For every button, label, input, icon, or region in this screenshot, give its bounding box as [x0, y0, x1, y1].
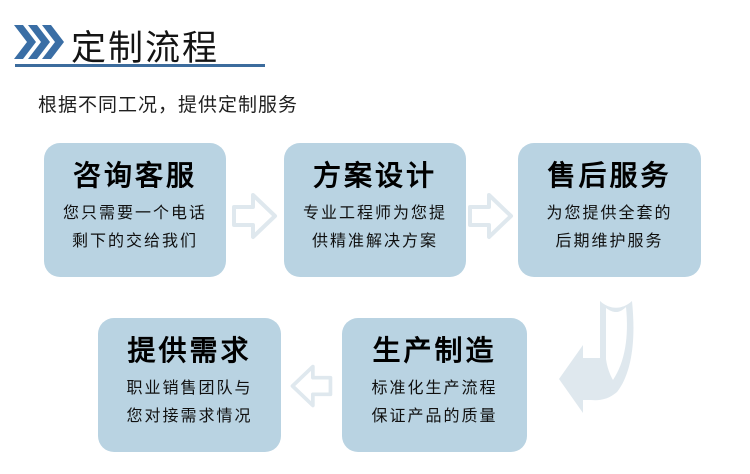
- step-description: 标准化生产流程 保证产品的质量: [342, 374, 527, 429]
- step-desc-line1: 职业销售团队与: [126, 378, 253, 397]
- step-desc-line2: 您对接需求情况: [126, 405, 253, 425]
- title-underline: [15, 64, 265, 67]
- step-description: 为您提供全套的 后期维护服务: [518, 199, 701, 254]
- step-description: 专业工程师为您提 供精准解决方案: [284, 199, 466, 254]
- flow-arrow-right-icon: [232, 193, 277, 239]
- page-title: 定制流程: [71, 29, 220, 68]
- flow-arrow-bend-down-left-icon: [559, 301, 634, 413]
- step-box-requirements: 提供需求 职业销售团队与 您对接需求情况: [98, 318, 281, 452]
- step-title: 咨询客服: [72, 160, 197, 191]
- flow-arrow-left-icon: [290, 364, 333, 408]
- step-desc-line1: 标准化生产流程: [371, 378, 498, 397]
- step-desc-line1: 您只需要一个电话: [62, 203, 207, 222]
- step-desc-line2: 后期维护服务: [555, 230, 664, 250]
- step-title: 提供需求: [127, 335, 252, 366]
- step-box-consult: 咨询客服 您只需要一个电话 剩下的交给我们: [44, 143, 226, 277]
- step-desc-line2: 供精准解决方案: [311, 230, 438, 250]
- step-box-production: 生产制造 标准化生产流程 保证产品的质量: [342, 318, 527, 452]
- step-box-design: 方案设计 专业工程师为您提 供精准解决方案: [284, 143, 466, 277]
- step-desc-line2: 剩下的交给我们: [71, 230, 198, 250]
- triple-chevron-right-icon: [14, 25, 64, 59]
- step-title: 生产制造: [372, 335, 497, 366]
- step-desc-line1: 专业工程师为您提: [302, 203, 447, 222]
- step-description: 您只需要一个电话 剩下的交给我们: [44, 199, 226, 254]
- step-title: 售后服务: [547, 160, 672, 191]
- step-desc-line2: 保证产品的质量: [371, 405, 498, 425]
- step-desc-line1: 为您提供全套的: [546, 203, 673, 222]
- step-title: 方案设计: [312, 160, 437, 191]
- flow-arrow-right-icon: [468, 193, 513, 239]
- step-description: 职业销售团队与 您对接需求情况: [98, 374, 281, 429]
- step-box-aftersales: 售后服务 为您提供全套的 后期维护服务: [518, 143, 701, 277]
- page-subtitle: 根据不同工况，提供定制服务: [38, 95, 299, 116]
